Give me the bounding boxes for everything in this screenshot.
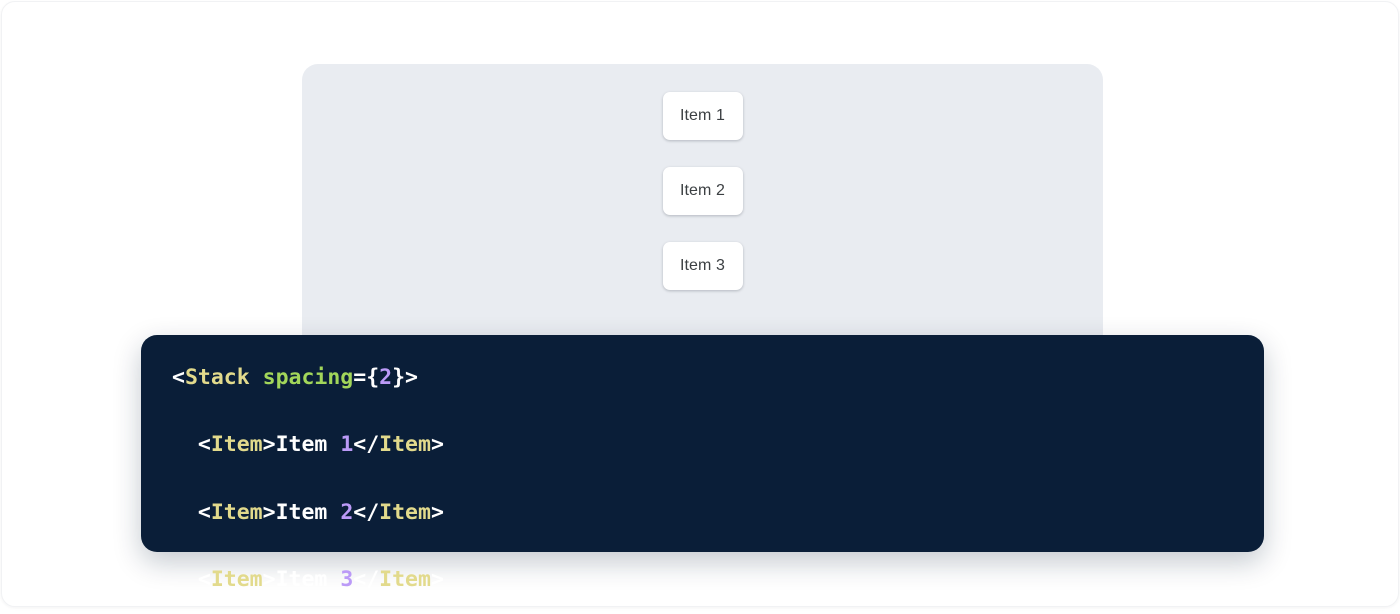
stack-item-label: Item 2: [679, 182, 726, 199]
code-token-tag: Stack: [184, 365, 250, 390]
stack-item-label: Item 3: [679, 257, 726, 274]
code-token-punct: >: [262, 567, 276, 593]
code-token-num: 2: [340, 499, 354, 525]
code-snippet-card: <Stack spacing={2}> <Item>Item 1</Item> …: [141, 335, 1264, 592]
component-preview-panel: Item 1 Item 2 Item 3: [302, 64, 1103, 354]
code-line: <Item>Item 3</Item>: [172, 563, 1264, 597]
code-token-num: 1: [340, 432, 354, 458]
code-token-tag: Item: [210, 567, 263, 593]
stack-item-label: Item 1: [679, 107, 726, 124]
code-token-punct: >: [430, 432, 444, 458]
code-line: <Item>Item 2</Item>: [172, 496, 1264, 530]
stack-item[interactable]: Item 3: [662, 242, 743, 290]
code-token-punct: <: [197, 432, 211, 458]
code-token-punct: >: [262, 499, 276, 525]
code-token-num: 2: [379, 365, 393, 390]
code-token-text: Item: [275, 432, 341, 458]
code-token-punct: </: [353, 499, 380, 525]
code-token-punct: >: [430, 499, 444, 525]
code-snippet[interactable]: <Stack spacing={2}> <Item>Item 1</Item> …: [172, 361, 1264, 606]
code-token-tag: Item: [379, 432, 431, 458]
code-token-punct: <: [197, 567, 211, 593]
code-token-attr: spacing: [262, 365, 354, 390]
code-token-tag: Item: [210, 499, 263, 525]
code-line: <Item>Item 1</Item>: [172, 428, 1264, 462]
code-token-punct: ={: [353, 365, 380, 390]
code-token-punct: >: [262, 432, 276, 458]
code-token-punct: <: [197, 499, 211, 525]
code-token-text: Item: [275, 567, 341, 593]
code-token-punct: <: [172, 365, 185, 390]
stack-item[interactable]: Item 2: [662, 167, 743, 215]
code-token-text: Item: [275, 499, 341, 525]
code-token-punct: >: [430, 567, 444, 593]
code-token-punct: </: [353, 567, 380, 593]
code-token-tag: Item: [379, 499, 431, 525]
code-token-tag: Item: [379, 567, 431, 593]
code-token-punct: }>: [392, 365, 418, 390]
stack-item[interactable]: Item 1: [662, 92, 743, 140]
code-token-num: 3: [340, 567, 354, 593]
code-line: <Stack spacing={2}>: [172, 361, 1264, 395]
code-token-tag: Item: [210, 432, 263, 458]
stack-container: Item 1 Item 2 Item 3: [662, 92, 743, 290]
code-token-punct: </: [353, 432, 380, 458]
code-token-text: [250, 365, 263, 390]
